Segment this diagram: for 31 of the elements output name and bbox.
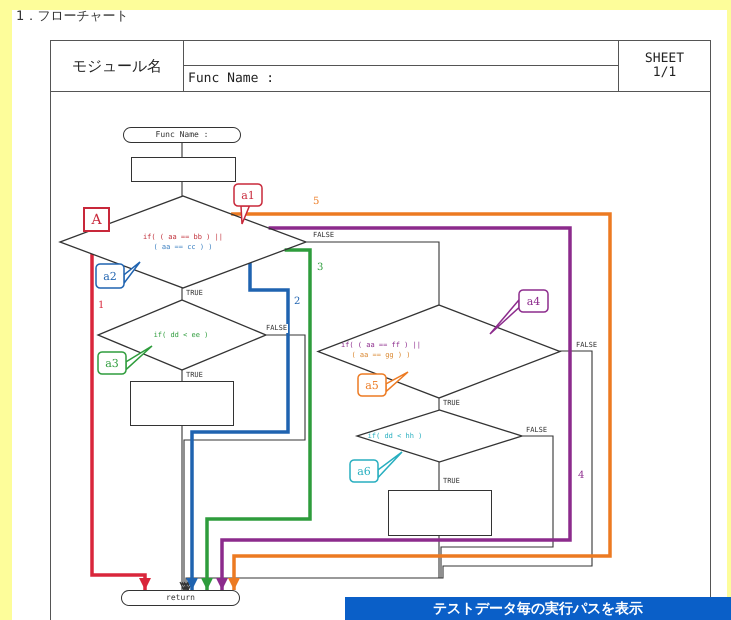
decision-diamond [98,300,266,370]
flow-line [438,462,440,490]
decision-diamond [357,410,522,462]
callout-bubble: a3 [98,346,152,374]
callout-bubble: a6 [350,452,402,482]
flow-line [181,288,183,300]
path-arrow [201,248,312,590]
caption-banner: テストデータ毎の実行パスを表示 [345,597,731,620]
path-arrow [216,226,572,590]
process-box [130,381,234,426]
callout-box: A [83,207,110,232]
flow-line [306,241,440,305]
header-cell: モジュール名 [50,40,184,92]
flow-line [181,143,183,157]
terminal-label: Func Name : [156,130,208,140]
path-arrow [186,262,290,590]
flow-line [181,370,183,381]
process-box [388,490,492,536]
flow-arrow [179,334,306,591]
process-box [131,157,236,182]
flow-arrow [183,350,593,591]
flow-line [181,182,183,196]
terminal-label: return [166,593,195,603]
section-heading: 1．フローチャート [16,9,128,25]
flow-line [181,426,183,590]
decision-diamond [318,305,560,398]
callout-bubble: a4 [490,290,548,334]
flow-arrow [181,536,440,591]
header-cell: SHEET 1/1 [618,40,711,92]
flow-line [438,398,440,410]
path-arrow [90,254,151,590]
